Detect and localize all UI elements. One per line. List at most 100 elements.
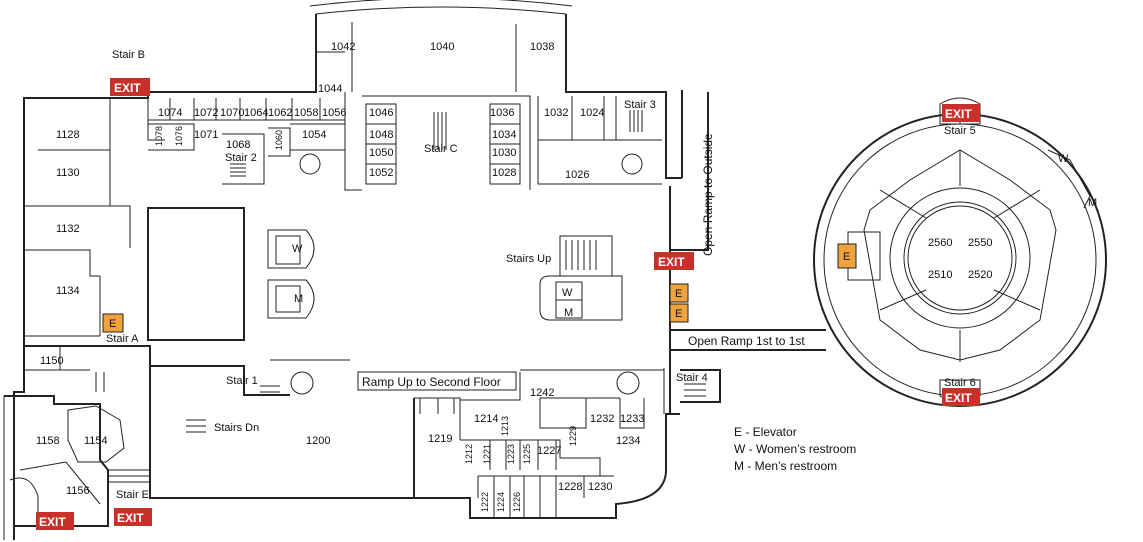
stair-4-label: Stair 4 [676, 372, 708, 384]
room-label: 1078 [154, 126, 164, 146]
men-restroom-round: M [1088, 197, 1097, 209]
exit-sign-southwest [36, 512, 74, 530]
stairs-down-label: Stairs Dn [214, 422, 259, 434]
legend-elevator: E - Elevator [734, 425, 797, 439]
ramps: Ramp Up to Second Floor Open Ramp 1st to… [357, 133, 805, 391]
restroom-markers: W M W M W M [292, 153, 1097, 319]
room-label: 1038 [530, 41, 554, 53]
room-label: 1219 [428, 433, 452, 445]
room-label: 1224 [496, 492, 506, 512]
elevator-round-box [837, 243, 857, 269]
exit-label-stair-5: EXIT [945, 107, 972, 121]
room-label: 1058 [294, 107, 318, 119]
stair-labels: Stair B Stair 2 Stair C Stair 3 Stair A … [106, 49, 976, 501]
room-label: 1156 [66, 485, 90, 497]
room-label: 1064 [244, 107, 268, 119]
room-label: 1068 [226, 139, 250, 151]
room-label: 1200 [306, 435, 330, 447]
room-label: 1158 [36, 435, 60, 447]
room-label: 1227 [537, 445, 561, 457]
room-label: 1076 [174, 126, 184, 146]
room-label: 1056 [322, 107, 346, 119]
stair-2-label: Stair 2 [225, 152, 257, 164]
elevator-round-label: E [843, 251, 850, 263]
room-label: 1072 [194, 107, 218, 119]
room-label: 1062 [268, 107, 292, 119]
room-label: 1223 [506, 444, 516, 464]
room-label: 1230 [588, 481, 612, 493]
ramp-second-floor-label: Ramp Up to Second Floor [362, 375, 501, 389]
elevator-east-2-box [669, 303, 689, 323]
room-label: 1128 [56, 129, 80, 141]
exit-label-stair-e: EXIT [117, 511, 144, 525]
room-label: 1046 [369, 107, 393, 119]
stairs-up-label: Stairs Up [506, 253, 551, 265]
stair-1-label: Stair 1 [226, 375, 258, 387]
room-label: 1229 [568, 426, 578, 446]
room-labels: 1042 1040 1038 1044 1074 1072 1070 1064 … [36, 41, 992, 512]
stair-b-label: Stair B [112, 49, 145, 61]
stair-e-label: Stair E [116, 489, 149, 501]
exit-sign-stair-6 [942, 388, 980, 406]
room-label: 1228 [558, 481, 582, 493]
room-label: 2520 [968, 269, 992, 281]
exit-signs: EXIT EXIT EXIT EXIT EXIT EXIT [36, 78, 980, 530]
legend-men-restroom: M - Men’s restroom [734, 459, 838, 473]
legend-women-restroom: W - Women’s restroom [734, 442, 857, 456]
map-legend: E - Elevator W - Women’s restroom M - Me… [734, 424, 856, 475]
room-label: 1234 [616, 435, 640, 447]
room-label: 1225 [522, 444, 532, 464]
elevator-stair-a-label: E [109, 318, 116, 330]
room-label: 1054 [302, 129, 326, 141]
ramp-first-to-first-label: Open Ramp 1st to 1st [688, 334, 805, 348]
exit-sign-east [654, 252, 694, 270]
room-label: 1048 [369, 129, 393, 141]
stair-6-label: Stair 6 [944, 377, 976, 389]
elevators: E E E E [102, 243, 857, 333]
women-restroom-west: W [292, 243, 303, 255]
room-label: 1036 [490, 107, 514, 119]
room-label: 1214 [474, 413, 498, 425]
men-restroom-central: M [564, 307, 573, 319]
room-label: 1232 [590, 413, 614, 425]
stair-a-label: Stair A [106, 333, 139, 345]
elevator-stair-a-box [102, 313, 124, 333]
room-label: 1221 [482, 444, 492, 464]
men-restroom-west: M [294, 293, 303, 305]
room-label: 1030 [492, 147, 516, 159]
women-restroom-round: W [1058, 153, 1069, 165]
room-label: 1024 [580, 107, 604, 119]
exit-sign-stair-b [110, 78, 150, 96]
exit-label-southwest: EXIT [39, 515, 66, 529]
room-label: 1044 [318, 83, 342, 95]
ramp-second-floor-box [357, 371, 517, 391]
exit-label-stair-6: EXIT [945, 391, 972, 405]
room-label: 1032 [544, 107, 568, 119]
elevator-east-2-label: E [675, 308, 682, 320]
room-label: 1028 [492, 167, 516, 179]
elevator-east-1-box [669, 283, 689, 303]
exit-sign-stair-5 [942, 104, 980, 122]
room-label: 1026 [565, 169, 589, 181]
room-label: 1074 [158, 107, 182, 119]
room-label: 1034 [492, 129, 516, 141]
room-label: 1154 [84, 435, 108, 447]
room-label: 1213 [500, 416, 510, 436]
room-label: 1132 [56, 223, 80, 235]
room-label: 1070 [220, 107, 244, 119]
exit-sign-stair-e [114, 508, 152, 526]
room-label: 1052 [369, 167, 393, 179]
stair-5-label: Stair 5 [944, 125, 976, 137]
room-label: 2510 [928, 269, 952, 281]
round-building [813, 97, 1107, 407]
room-label: 1212 [464, 444, 474, 464]
women-restroom-central: W [562, 287, 573, 299]
room-label: 2550 [968, 237, 992, 249]
building-walls [3, 0, 826, 540]
exit-label-east: EXIT [658, 255, 685, 269]
room-label: 1150 [40, 355, 64, 367]
room-label: 1130 [56, 167, 80, 179]
room-label: 1060 [274, 130, 284, 150]
elevator-east-1-label: E [675, 288, 682, 300]
